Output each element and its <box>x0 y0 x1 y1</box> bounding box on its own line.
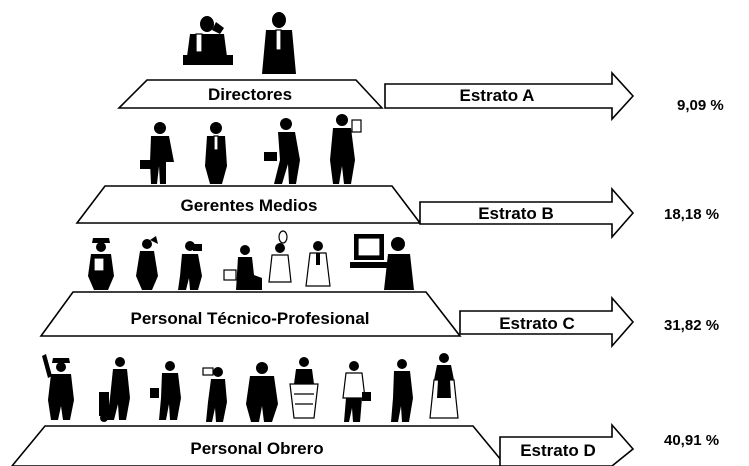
level-box-directores <box>117 79 384 109</box>
level-box-personal-obrero <box>10 425 508 466</box>
stratum-arrow-c <box>459 295 635 349</box>
manager-walking-icon <box>264 118 300 184</box>
doctor-icon <box>305 241 331 287</box>
percent-d: 40,91 % <box>664 432 719 449</box>
stratum-label-b: Estrato B <box>478 204 554 223</box>
level-label-gerentes-medios: Gerentes Medios <box>181 196 318 215</box>
stratum-label-c: Estrato C <box>499 314 575 333</box>
scientist-icon <box>268 230 292 283</box>
percent-c: 31,82 % <box>664 317 719 334</box>
maid-icon <box>429 353 459 419</box>
woman-phone-icon <box>136 236 158 290</box>
computer-operator-icon <box>350 234 414 290</box>
engineer-hardhat-icon <box>88 238 114 290</box>
stratum-arrow-d <box>499 422 635 466</box>
level-directores: Directores Estrato A 9,09 % <box>117 12 724 122</box>
level-personal-obrero: Personal Obrero Estrato D 40,91 % <box>10 353 719 466</box>
level-label-personal-obrero: Personal Obrero <box>190 439 323 458</box>
worker-handtruck-icon <box>99 357 130 422</box>
percent-b: 18,18 % <box>664 206 719 223</box>
stratum-label-d: Estrato D <box>520 441 596 460</box>
laborer-icon <box>246 362 278 422</box>
level-label-personal-tecnico: Personal Técnico-Profesional <box>130 309 369 328</box>
manager-with-papers-icon <box>330 114 362 184</box>
level-box-personal-tecnico <box>39 291 462 337</box>
trash-collector-icon <box>289 357 319 419</box>
director-reading-icon <box>262 12 296 74</box>
percent-a: 9,09 % <box>677 97 724 114</box>
mechanic-icon <box>391 359 413 422</box>
stratum-arrow-a <box>384 70 635 122</box>
worker-waving-icon <box>42 354 74 420</box>
level-label-directores: Directores <box>208 85 292 104</box>
mail-carrier-icon <box>342 361 371 422</box>
level-personal-tecnico: Personal Técnico-Profesional Estrato C 3… <box>39 230 719 349</box>
photographer-icon <box>178 241 202 290</box>
waiter-icon <box>202 367 227 422</box>
technician-seated-icon <box>223 245 262 290</box>
level-gerentes-medios: Gerentes Medios Estrato B 18,18 % <box>75 114 719 240</box>
painter-icon <box>150 361 181 420</box>
stratum-arrow-b <box>419 186 635 240</box>
manager-with-briefcase-icon <box>140 122 174 184</box>
director-on-phone-icon <box>183 16 233 65</box>
stratum-label-a: Estrato A <box>460 86 535 105</box>
manager-standing-icon <box>205 122 227 184</box>
